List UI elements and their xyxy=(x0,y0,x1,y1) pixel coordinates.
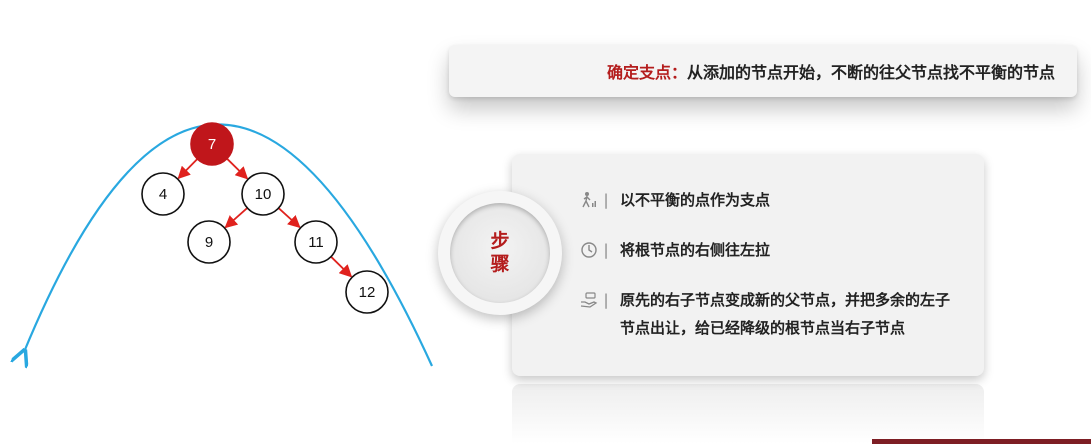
hand-money-icon xyxy=(578,286,600,314)
tree-node-label: 11 xyxy=(308,234,324,251)
tree-node-circle xyxy=(345,270,389,314)
tree-node-label: 9 xyxy=(205,234,213,251)
tree-edge-n7-n4 xyxy=(177,158,198,180)
badge-char-1: 步 xyxy=(490,230,510,252)
title-banner: 确定支点： 从添加的节点开始，不断的往父节点找不平衡的节点 xyxy=(449,45,1077,97)
tree-node-circle xyxy=(141,172,185,216)
step-separator: | xyxy=(603,191,609,209)
tree-node-circle xyxy=(241,172,285,216)
tree-node-4: 4 xyxy=(141,172,185,216)
steps-card: | 以不平衡的点作为支点 | 将根节点的右侧往左拉 | 原先的右子节点变成新的父… xyxy=(512,154,984,376)
step-item-1: | 以不平衡的点作为支点 xyxy=(578,186,960,214)
banner-highlight: 确定支点： xyxy=(606,63,687,82)
tree-node-circle xyxy=(187,220,231,264)
step-text: 将根节点的右侧往左拉 xyxy=(620,241,771,259)
clock-icon xyxy=(578,236,600,264)
tree-node-11: 11 xyxy=(294,220,338,264)
steps-badge: 步 骤 xyxy=(438,191,562,315)
tree-node-label: 4 xyxy=(159,186,167,203)
tree-node-circle xyxy=(294,220,338,264)
bottom-accent-bar xyxy=(872,439,1091,444)
tree-edge-n7-n10 xyxy=(226,158,249,180)
tree-node-label: 12 xyxy=(359,284,376,301)
step-text: 以不平衡的点作为支点 xyxy=(620,191,771,209)
steps-card-reflection xyxy=(512,384,984,444)
step-item-2: | 将根节点的右侧往左拉 xyxy=(578,236,960,264)
tree-node-12: 12 xyxy=(345,270,389,314)
walking-person-icon xyxy=(578,186,600,214)
banner-text: 从添加的节点开始，不断的往父节点找不平衡的节点 xyxy=(686,63,1055,82)
step-separator: | xyxy=(603,241,609,259)
tree-node-label: 10 xyxy=(255,186,272,203)
step-separator: | xyxy=(603,291,609,309)
tree-node-circle xyxy=(190,122,234,166)
tree-node-10: 10 xyxy=(241,172,285,216)
tree-edge-n11-n12 xyxy=(330,256,353,278)
tree-node-9: 9 xyxy=(187,220,231,264)
step-item-3: | 原先的右子节点变成新的父节点，并把多余的左子节点出让，给已经降级的根节点当右… xyxy=(578,286,960,342)
badge-char-2: 骤 xyxy=(490,253,510,275)
tree-node-label: 7 xyxy=(208,136,216,153)
tree-edge-n10-n11 xyxy=(277,207,301,229)
step-text: 原先的右子节点变成新的父节点，并把多余的左子节点出让，给已经降级的根节点当右子节… xyxy=(620,291,951,337)
tree-node-7: 7 xyxy=(190,122,234,166)
tree-edge-n10-n9 xyxy=(224,207,248,229)
